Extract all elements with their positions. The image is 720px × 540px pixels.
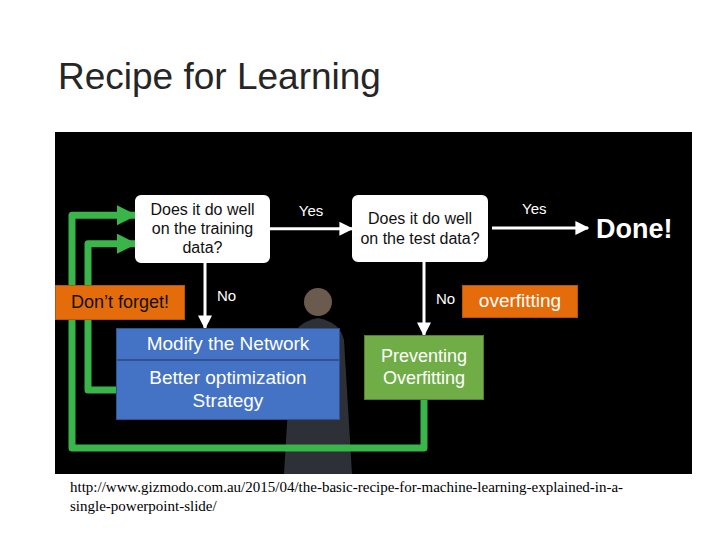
- flow-arrow: [204, 263, 207, 328]
- edge-label: Yes: [296, 202, 326, 219]
- photo-ground: [55, 132, 692, 474]
- remedy-box: Preventing Overfitting: [364, 335, 484, 400]
- remedy-box: Better optimization Strategy: [116, 360, 340, 420]
- box-text: Don’t forget!: [71, 292, 169, 314]
- edge-label: No: [433, 290, 458, 307]
- slide-title: Recipe for Learning: [58, 56, 381, 98]
- flow-arrow: [423, 262, 426, 335]
- done-arrow: [492, 227, 588, 230]
- box-text: Modify the Network: [147, 333, 310, 356]
- done-label: Done!: [596, 214, 673, 245]
- box-text: Preventing Overfitting: [370, 346, 478, 389]
- remedy-box: Modify the Network: [116, 328, 340, 360]
- edge-label: No: [214, 287, 239, 304]
- box-text: Does it do well on the training data?: [142, 200, 263, 258]
- flow-arrow: [270, 227, 352, 230]
- callout-box: Don’t forget!: [55, 285, 185, 320]
- callout-box: overfitting: [462, 285, 578, 318]
- box-text: overfitting: [479, 290, 561, 313]
- box-text: Does it do well on the test data?: [359, 209, 481, 247]
- decision-box: Does it do well on the test data?: [352, 195, 488, 262]
- decision-box: Does it do well on the training data?: [135, 195, 270, 263]
- source-caption: http://www.gizmodo.com.au/2015/04/the-ba…: [70, 478, 650, 516]
- box-text: Better optimization Strategy: [122, 367, 334, 413]
- arrow-label: Yes: [522, 200, 546, 217]
